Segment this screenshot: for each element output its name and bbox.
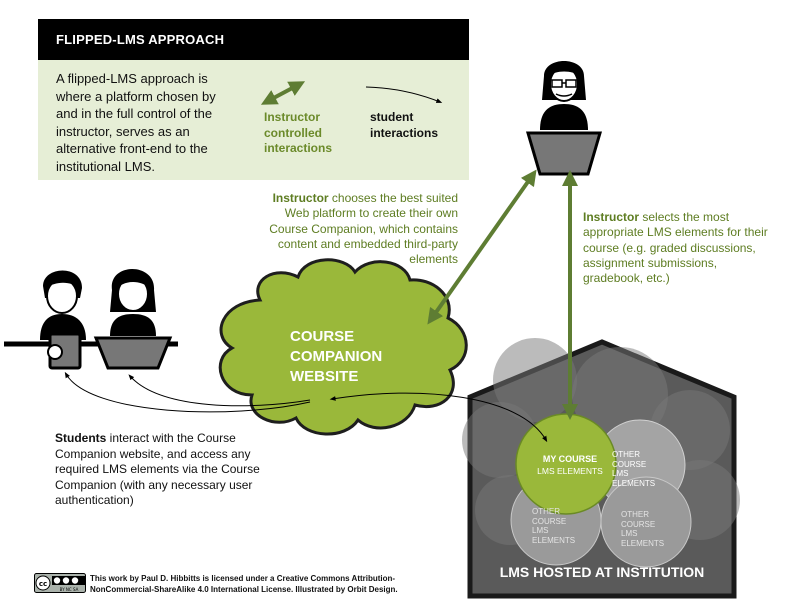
instructor-choose-note: Instructor chooses the best suited Web p… xyxy=(269,191,458,267)
course-companion-label: COURSE COMPANION WEBSITE xyxy=(290,327,382,387)
oc1-line-2: COURSE xyxy=(612,459,647,469)
oc1-line-3: LMS ELEMENTS xyxy=(612,469,656,488)
legend-title: FLIPPED-LMS APPROACH xyxy=(56,32,225,47)
oc1-line-1: OTHER xyxy=(612,450,640,459)
creative-commons-badge-icon[interactable]: cc BY NC SA xyxy=(34,573,86,593)
my-course-line-1: MY COURSE xyxy=(542,454,598,464)
instructor-select-note: Instructor selects the most appropriate … xyxy=(583,210,768,286)
other-lms-circle-bottom-right xyxy=(600,476,692,568)
svg-text:BY NC SA: BY NC SA xyxy=(60,587,79,592)
student2-cloud-arrow xyxy=(128,374,311,407)
legend-student-label: student interactions xyxy=(370,110,439,140)
oc3-line-1: OTHER xyxy=(621,510,649,519)
other-course-label-bottom-right: OTHER COURSE LMS ELEMENTS xyxy=(621,510,681,548)
svg-text:cc: cc xyxy=(39,580,47,588)
cloud-line-3: WEBSITE xyxy=(290,368,359,385)
other-course-label-bottom-left: OTHER COURSE LMS ELEMENTS xyxy=(532,507,592,545)
legend-instructor-arrow xyxy=(260,81,306,105)
cloud-lms-arrow xyxy=(329,392,548,443)
students-figure xyxy=(4,269,178,370)
instructor-figure xyxy=(525,61,603,176)
student1-cloud-arrow xyxy=(64,371,311,413)
oc2-line-2: COURSE xyxy=(532,516,567,526)
cloud-line-2: COMPANION xyxy=(290,348,383,365)
my-course-line-2: LMS ELEMENTS xyxy=(537,466,603,476)
students-note: Students interact with the Course Compan… xyxy=(55,431,260,507)
oc3-line-2: COURSE xyxy=(621,519,656,529)
lms-hosted-title: LMS HOSTED AT INSTITUTION xyxy=(499,564,705,580)
instructor-to-cloud-arrow xyxy=(427,169,537,325)
license-text: This work by Paul D. Hibbitts is license… xyxy=(90,574,398,594)
legend-student-arrow xyxy=(365,86,443,103)
oc2-line-3: LMS ELEMENTS xyxy=(532,526,576,545)
oc3-line-3: LMS ELEMENTS xyxy=(621,529,665,548)
legend-description: A flipped-LMS approach is where a platfo… xyxy=(56,71,216,174)
other-course-label-right: OTHER COURSE LMS ELEMENTS xyxy=(612,450,662,488)
legend-instructor-label: Instructor controlled interactions xyxy=(264,110,333,155)
cloud-line-1: COURSE xyxy=(290,328,355,345)
legend-header xyxy=(38,19,469,60)
oc2-line-1: OTHER xyxy=(532,507,560,516)
my-course-label: MY COURSE LMS ELEMENTS xyxy=(520,453,620,477)
